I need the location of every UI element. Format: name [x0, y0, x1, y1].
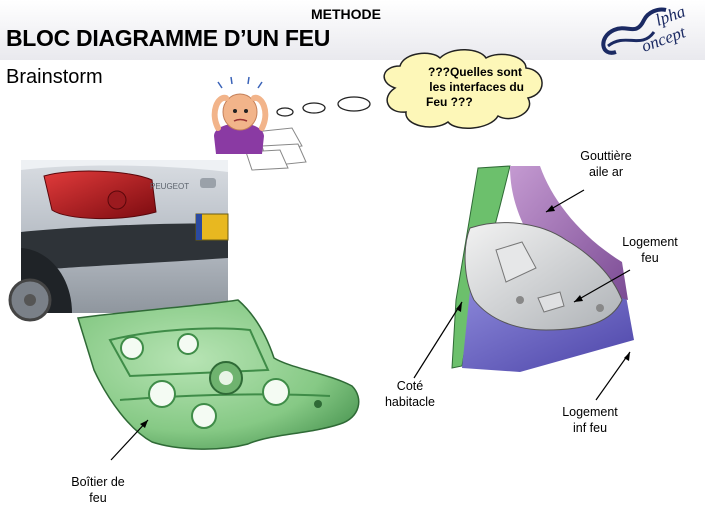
label-boitier-line-1: Boîtier de [71, 475, 125, 489]
person-body [214, 123, 264, 154]
label-boitier-line-2: feu [89, 491, 107, 505]
thought-line-1: ???Quelles sont [427, 65, 522, 79]
thought-line-2: les interfaces du [429, 80, 524, 94]
label-logement-feu-line-1: Logement [622, 235, 678, 249]
label-logement-feu: Logement feu [612, 234, 688, 266]
label-cote-habitacle: Coté habitacle [372, 378, 448, 410]
section-label: METHODE [311, 6, 381, 22]
thought-bubble [383, 49, 543, 129]
page-subtitle: Brainstorm [6, 66, 103, 88]
label-cote-line-2: habitacle [384, 395, 436, 409]
thought-line-3: Feu ??? [426, 95, 473, 109]
page-title: BLOC DIAGRAMME D’UN FEU [6, 25, 331, 51]
label-gouttiere-aile-ar: Gouttière aile ar [568, 148, 644, 180]
thought-bubble-text: ???Quelles sont les interfaces du Feu ??… [398, 65, 528, 110]
label-logement-feu-line-2: feu [641, 251, 659, 265]
papers-icon [245, 127, 307, 171]
label-cote-line-1: Coté [396, 379, 424, 393]
label-gouttiere-line-1: Gouttière [580, 149, 632, 163]
label-logement-inf-line-2: inf feu [572, 421, 608, 435]
label-gouttiere-line-2: aile ar [588, 165, 624, 179]
tail-light [43, 170, 157, 220]
label-boitier-de-feu: Boîtier de feu [60, 474, 136, 506]
label-logement-inf-line-1: Logement [562, 405, 618, 419]
label-logement-inf-feu: Logement inf feu [552, 404, 628, 436]
header-band [0, 0, 705, 60]
person-head [222, 93, 258, 131]
car-badge: PEUGEOT [150, 182, 189, 191]
alpha-concept-logo: lpha oncept [596, 2, 701, 64]
